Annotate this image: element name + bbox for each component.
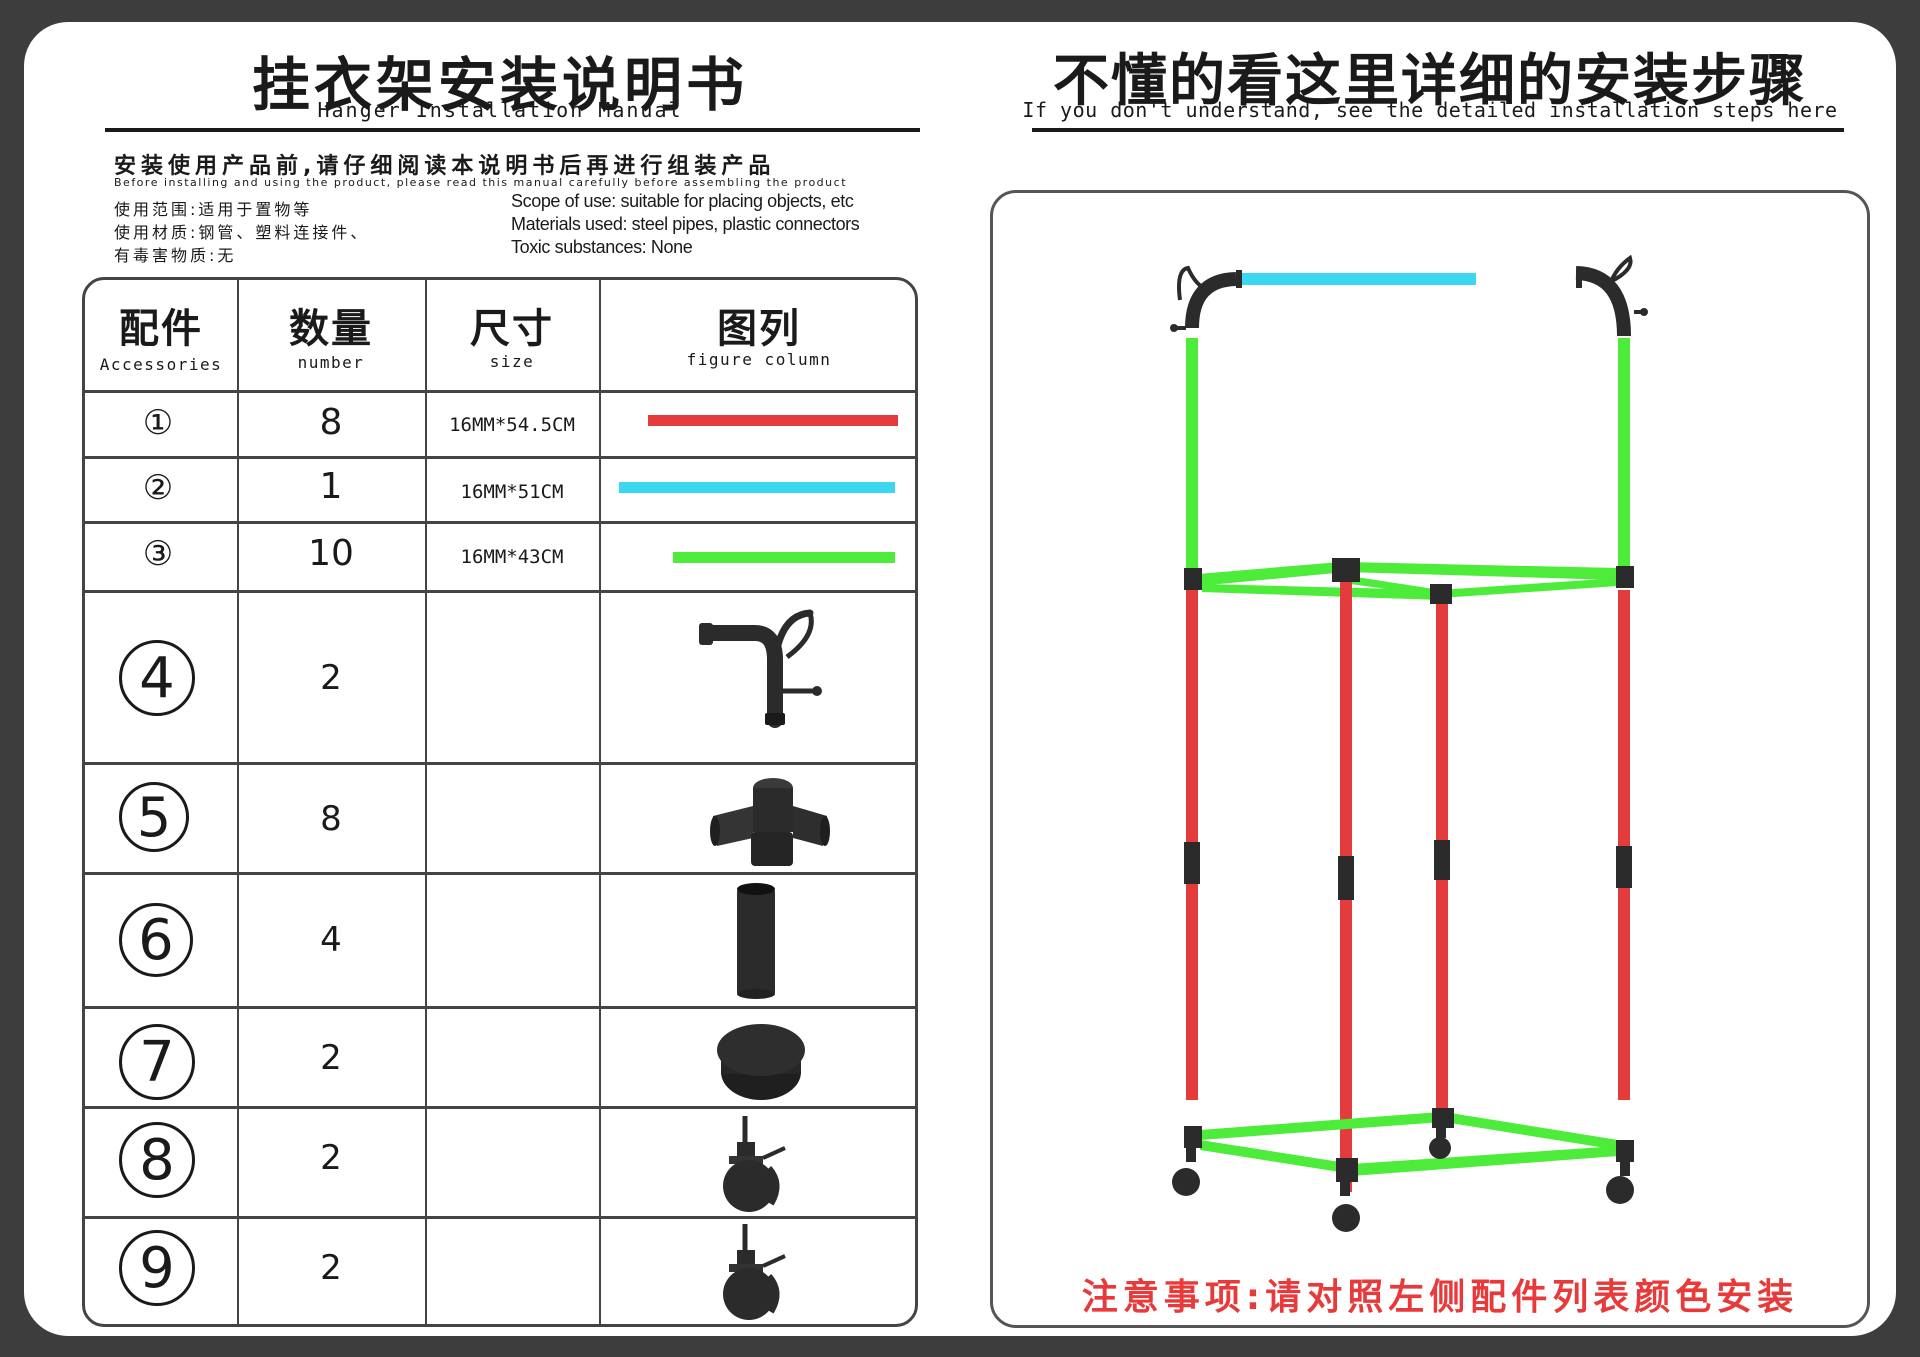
row-divider (85, 590, 915, 593)
right-hook-connector (1575, 266, 1631, 337)
scope-cn: 使用范围:适用于置物等 (114, 200, 313, 219)
tube-coupler-figure (737, 883, 775, 999)
row-divider (85, 1216, 915, 1219)
row-divider (85, 1106, 915, 1109)
manual-title: 挂衣架安装说明书 (251, 51, 748, 119)
caster-wheel (1429, 1137, 1451, 1159)
row-number-8: 8 (119, 1122, 195, 1198)
qty-4: 2 (320, 658, 342, 698)
right-title-rule (1032, 128, 1844, 132)
caster-wheel-figure (723, 1116, 786, 1212)
col-divider (599, 280, 601, 1324)
materials-en: Materials used: steel pipes, plastic con… (511, 214, 860, 234)
header-size: 尺寸 (470, 306, 554, 352)
header-size-en: size (489, 352, 535, 371)
end-cap-figure (717, 1024, 805, 1100)
red-tube-figure (648, 415, 898, 426)
row-divider (85, 872, 915, 875)
row-divider (85, 762, 915, 765)
toxic-cn: 有毒害物质:无 (114, 246, 237, 265)
qty-3: 10 (308, 533, 354, 574)
qty-6: 4 (320, 920, 342, 960)
header-figure-en: figure column (686, 350, 832, 369)
notice-en: Before installing and using the product,… (114, 176, 848, 189)
blue-rail (1236, 273, 1476, 285)
qty-2: 1 (319, 466, 343, 507)
qty-5: 8 (320, 799, 342, 839)
hook-elbow-connector-figure (699, 609, 822, 728)
row-number-9: 9 (119, 1230, 195, 1306)
caster-wheel (1332, 1204, 1360, 1232)
scope-en: Scope of use: suitable for placing objec… (511, 191, 854, 211)
detail-title-en: If you don't understand, see the detaile… (1022, 98, 1838, 122)
row-number-2: ② (142, 468, 174, 508)
caster-wheel-brake-figure (723, 1224, 786, 1320)
left-title-rule (105, 128, 920, 132)
header-number: 数量 (289, 306, 373, 352)
parts-table: 配件 Accessories 数量 number 尺寸 size 图列 figu… (82, 277, 918, 1327)
row-number-5: 5 (119, 782, 189, 852)
row-number-7: 7 (119, 1024, 195, 1100)
qty-1: 8 (319, 402, 343, 443)
assembled-rack-diagram (1170, 254, 1648, 1232)
notice-cn: 安装使用产品前,请仔细阅读本说明书后再进行组装产品 (114, 154, 776, 179)
manual-sheet (24, 22, 1896, 1336)
row-divider (85, 390, 915, 393)
header-accessories-en: Accessories (99, 355, 223, 374)
size-1: 16MM*54.5CM (449, 414, 575, 436)
row-divider (85, 1006, 915, 1009)
left-hook-connector (1185, 272, 1237, 329)
row-divider (85, 456, 915, 459)
materials-cn: 使用材质:钢管、塑料连接件、 (114, 223, 370, 242)
size-2: 16MM*51CM (460, 481, 564, 503)
col-divider (237, 280, 239, 1324)
caster-wheel (1172, 1168, 1200, 1196)
row-number-4: 4 (119, 640, 195, 716)
assembly-diagram-frame (990, 190, 1870, 1328)
qty-8: 2 (320, 1138, 342, 1178)
three-way-connector-figure (710, 778, 830, 866)
qty-7: 2 (320, 1038, 342, 1078)
row-number-3: ③ (142, 534, 174, 574)
header-accessories: 配件 (119, 306, 203, 352)
toxic-en: Toxic substances: None (511, 237, 693, 257)
size-3: 16MM*43CM (460, 546, 564, 568)
header-number-en: number (297, 353, 365, 372)
row-number-1: ① (142, 403, 174, 443)
install-note: 注意事项:请对照左侧配件列表颜色安装 (1081, 1277, 1799, 1318)
qty-9: 2 (320, 1248, 342, 1288)
manual-title-en: Hanger Installation Manual (317, 98, 683, 122)
row-divider (85, 521, 915, 524)
blue-tube-figure (619, 482, 895, 493)
green-tube-figure (673, 552, 895, 563)
caster-wheel (1606, 1176, 1634, 1204)
header-figure: 图列 (717, 306, 801, 352)
detail-title: 不懂的看这里详细的安装步骤 (1053, 49, 1807, 114)
col-divider (425, 280, 427, 1324)
row-number-6: 6 (119, 903, 193, 977)
